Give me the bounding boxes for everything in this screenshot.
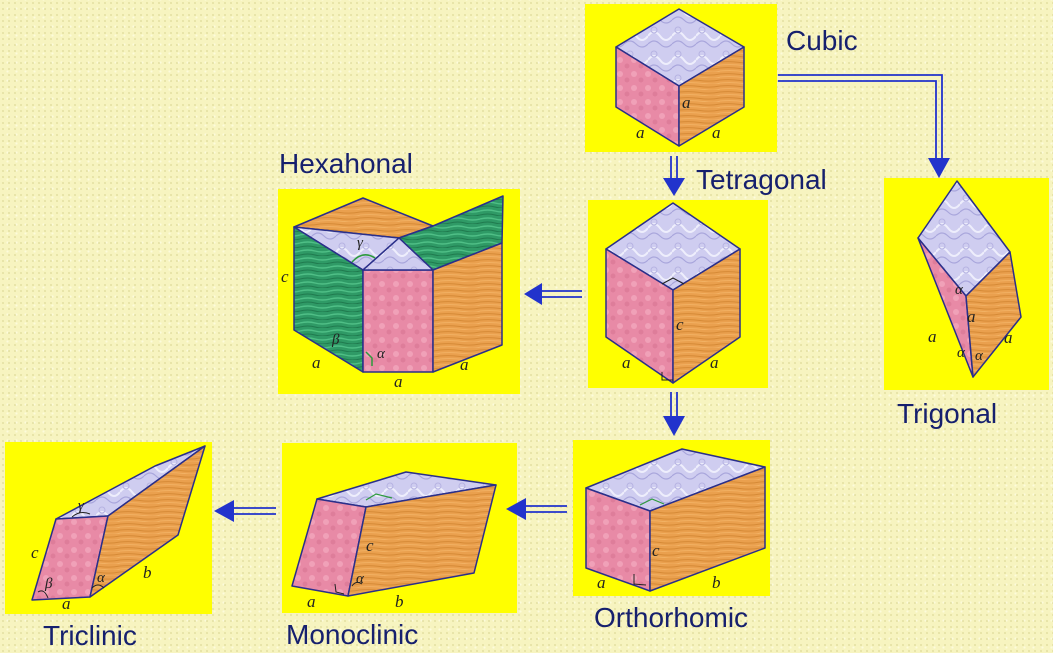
monoclinic-edge-c: c (366, 536, 374, 555)
label-trigonal: Trigonal (897, 398, 998, 429)
triclinic-cell (31, 445, 206, 601)
trigonal-cell (917, 180, 1022, 378)
triclinic-beta-arc (37, 590, 49, 599)
trigonal-edge-a-right: a (1004, 328, 1013, 347)
monoclinic-right-angle-top (365, 493, 393, 501)
triclinic-edge-a: a (62, 594, 71, 613)
label-hexagonal: Hexahonal (279, 148, 413, 179)
tetragonal-edge-a2: a (710, 353, 719, 372)
orthorhombic-edge-b: b (712, 573, 721, 592)
triclinic-edge-c: c (31, 543, 39, 562)
cubic-edge-a3: a (712, 123, 721, 142)
hexagonal-cell (293, 195, 504, 373)
monoclinic-alpha-arc (351, 581, 363, 587)
arrow-tetragonal-to-hexagonal (524, 283, 582, 305)
label-orthorhombic: Orthorhomic (594, 602, 749, 633)
orthorhombic-edge-c: c (652, 541, 660, 560)
tetragonal-right-angle-bottom (661, 372, 673, 381)
label-tetragonal: Tetragonal (696, 164, 827, 195)
monoclinic-edge-b: b (395, 592, 404, 611)
hexagonal-edge-a2: a (394, 372, 403, 391)
monoclinic-cell (291, 471, 497, 597)
orthorhombic-cell (585, 448, 766, 592)
orthorhombic-edge-a: a (597, 573, 606, 592)
monoclinic-edge-a: a (307, 592, 316, 611)
triclinic-gamma-arc (71, 512, 91, 518)
arrow-monoclinic-to-triclinic (214, 500, 276, 522)
hexagonal-edge-a3: a (460, 355, 469, 374)
arrow-tetragonal-to-orthorhombic (663, 392, 685, 436)
orthorhombic-right-angle-top (639, 498, 665, 506)
tetragonal-edge-c: c (676, 315, 684, 334)
label-monoclinic: Monoclinic (286, 619, 419, 650)
trigonal-edge-a-left: a (928, 327, 937, 346)
label-cubic: Cubic (786, 25, 858, 56)
triclinic-gamma: γ (78, 498, 85, 514)
arrow-orthorhombic-to-monoclinic (506, 498, 567, 520)
trigonal-edge-a-center: a (967, 307, 976, 326)
tetragonal-edge-a1: a (622, 353, 631, 372)
orthorhombic-right-angle-bottom (633, 574, 647, 586)
trigonal-alpha-top: α (955, 282, 964, 298)
triclinic-alpha-arc (91, 584, 105, 589)
arrow-cubic-to-trigonal (778, 74, 950, 178)
hexagonal-alpha-angle (365, 351, 373, 366)
hexagonal-gamma: γ (357, 235, 364, 251)
arrow-cubic-to-tetragonal (663, 156, 685, 196)
trigonal-alpha-left: α (957, 345, 966, 361)
triclinic-beta: β (44, 576, 53, 592)
tetragonal-cell (605, 202, 741, 384)
triclinic-alpha: α (97, 570, 106, 586)
triclinic-edge-b: b (143, 563, 152, 582)
cubic-edge-a1: a (682, 93, 691, 112)
cubic-edge-a2: a (636, 123, 645, 142)
hexagonal-edge-c: c (281, 267, 289, 286)
trigonal-alpha-right: α (975, 348, 984, 364)
hexagonal-beta: β (331, 332, 340, 348)
hexagonal-edge-a1: a (312, 353, 321, 372)
hexagonal-alpha: α (377, 346, 386, 362)
label-triclinic: Triclinic (43, 620, 137, 651)
monoclinic-alpha: α (356, 571, 365, 587)
hexagonal-gamma-arc (351, 254, 376, 263)
monoclinic-right-angle-bottom (334, 583, 345, 595)
tetragonal-right-angle-top (661, 277, 685, 285)
cubic-cell (615, 8, 745, 147)
